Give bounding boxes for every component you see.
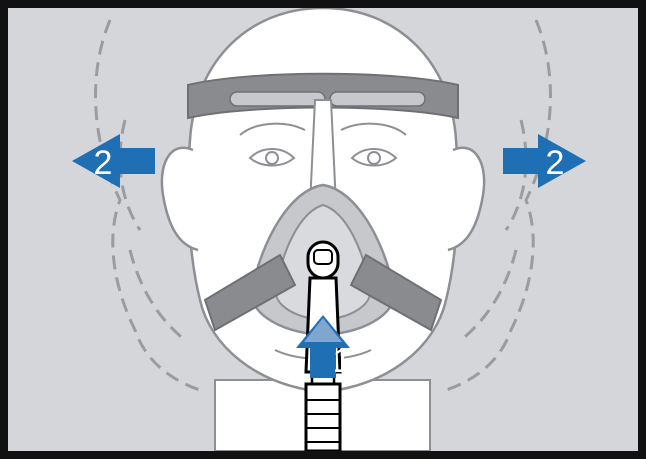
strap-buckle-right (330, 92, 425, 106)
step-2-right-label: 2 (546, 144, 565, 182)
mask-fitting-diagram: 2 2 1 (8, 8, 638, 451)
step-2-left-label: 2 (94, 144, 113, 182)
elbow-connector (308, 242, 338, 278)
step-1-label: 1 (333, 342, 352, 380)
strap-buckle-left (230, 92, 325, 106)
air-tube (306, 384, 340, 451)
